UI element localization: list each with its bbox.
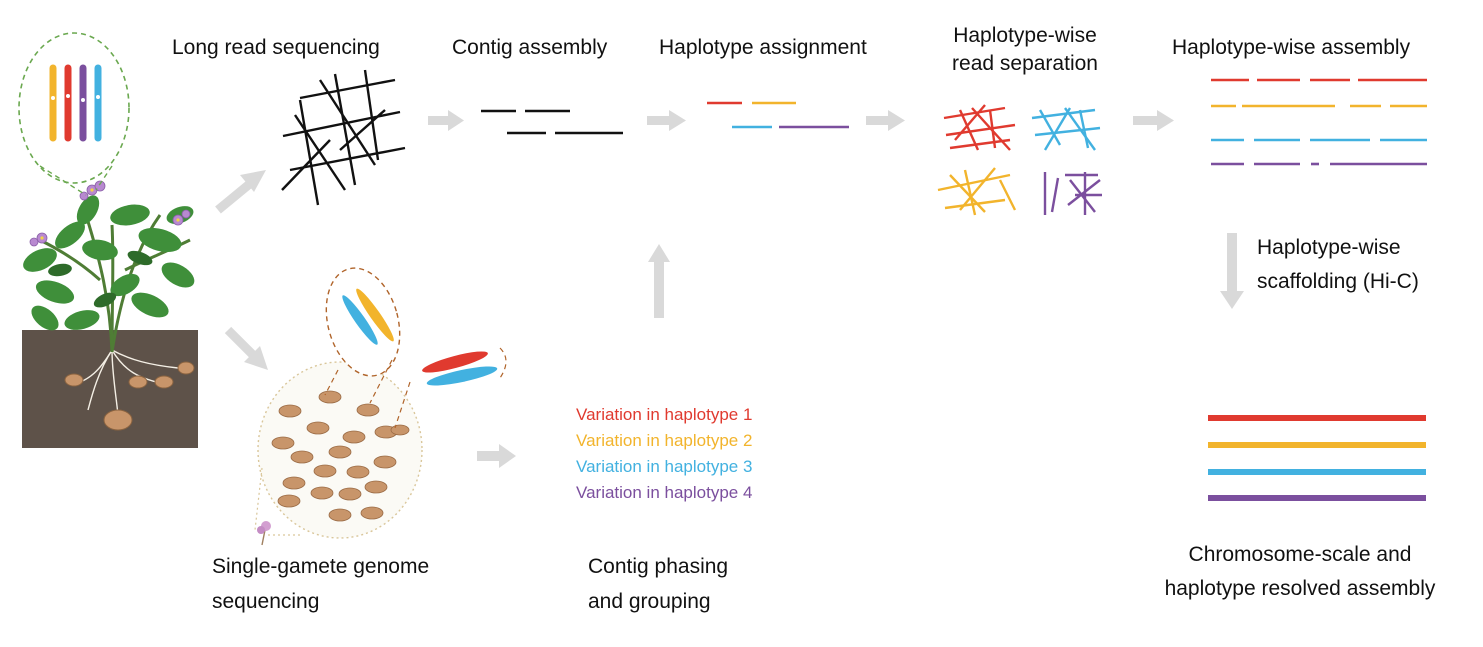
gamete-sequencing-label-line2: sequencing: [212, 590, 320, 613]
scaffolding-label-line2: scaffolding (Hi-C): [1257, 270, 1419, 293]
read-separation-label-line2: read separation: [952, 52, 1098, 75]
final-assembly-label-line2: haplotype resolved assembly: [1164, 577, 1436, 600]
scaffolding-label-line1: Haplotype-wise: [1257, 236, 1401, 259]
chromosome-set: [49, 64, 102, 142]
single-gamete-illustration: [254, 267, 507, 546]
arrow-plant-to-long-read: [215, 170, 266, 214]
purple-read-cluster: [1043, 172, 1102, 215]
arrow-phasing-to-assignment: [648, 244, 670, 318]
contig-lines: [481, 109, 623, 135]
read-separation-label-line1: Haplotype-wise: [953, 24, 1097, 47]
long-reads-tangle: [281, 69, 406, 206]
chromosome-scale-lines: [1208, 415, 1426, 501]
gamete-nuclei: [271, 390, 410, 522]
flow-arrows: [215, 110, 1244, 468]
yellow-read-cluster: [937, 167, 1017, 216]
final-assembly-label-line1: Chromosome-scale and: [1188, 543, 1412, 566]
chromosome-bubble: [18, 32, 130, 184]
haplotype-assembly-fragments: [1211, 78, 1427, 166]
blue-read-cluster: [1031, 107, 1101, 151]
contig-phasing-label-line2: and grouping: [588, 590, 711, 613]
arrow-contig-to-assignment: [647, 110, 686, 131]
small-flower: [257, 521, 271, 546]
arrow-long-read-to-contig: [428, 110, 464, 131]
haplotype-assignment-label: Haplotype assignment: [659, 36, 867, 59]
arrow-scaffolding-down: [1220, 233, 1244, 309]
long-read-sequencing-label: Long read sequencing: [172, 36, 380, 59]
contig-assembly-label: Contig assembly: [452, 36, 608, 59]
assigned-contigs: [707, 101, 849, 129]
potato-plant-illustration: [18, 32, 198, 448]
red-read-cluster: [943, 104, 1016, 151]
variation-haplotype-2: Variation in haplotype 2: [576, 431, 753, 450]
gamete-sequencing-label-line1: Single-gamete genome: [212, 555, 430, 578]
variation-haplotype-3: Variation in haplotype 3: [576, 457, 753, 476]
arrow-gamete-to-phasing: [477, 444, 516, 468]
contig-phasing-label-line1: Contig phasing: [588, 555, 729, 578]
variation-haplotype-1: Variation in haplotype 1: [576, 405, 753, 424]
variation-haplotype-4: Variation in haplotype 4: [576, 483, 753, 502]
arrow-plant-to-gamete: [224, 326, 268, 370]
arrow-assignment-to-separation: [866, 110, 905, 131]
soil-block: [22, 330, 198, 448]
arrow-separation-to-assembly: [1133, 110, 1174, 131]
haplotype-assembly-label: Haplotype-wise assembly: [1172, 36, 1411, 59]
